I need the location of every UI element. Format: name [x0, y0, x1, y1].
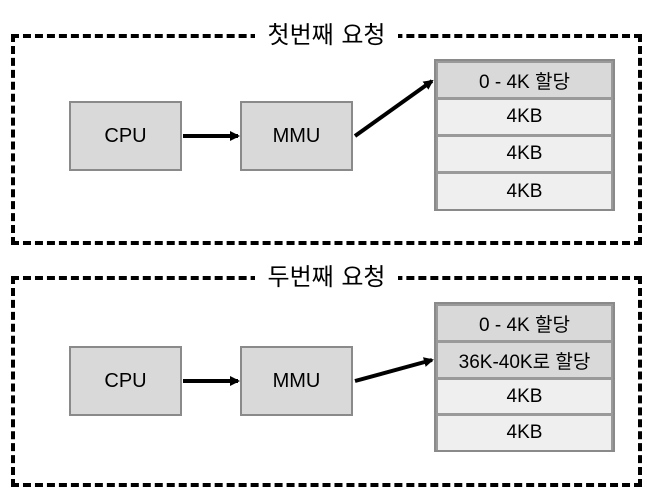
memory-block: 0 - 4K 할당 4KB 4KB 4KB — [434, 59, 615, 211]
memory-cell: 4KB — [438, 137, 611, 171]
mmu-box: MMU — [240, 101, 353, 171]
memory-cell: 4KB — [438, 380, 611, 413]
first-request-panel: 첫번째 요청 — [11, 21, 642, 245]
memory-cell: 4KB — [438, 100, 611, 134]
memory-cell-allocated: 36K-40K로 할당 — [438, 343, 611, 377]
mmu-to-memory-arrow — [354, 357, 434, 383]
memory-cell-allocated: 0 - 4K 할당 — [438, 63, 611, 97]
memory-cell: 4KB — [438, 174, 611, 209]
mmu-to-memory-arrow — [353, 79, 434, 138]
memory-cell: 4KB — [438, 416, 611, 450]
panel-title: 두번째 요청 — [255, 263, 398, 291]
mmu-box: MMU — [240, 346, 353, 416]
cpu-box: CPU — [69, 346, 182, 416]
cpu-box: CPU — [69, 101, 182, 171]
panel-title: 첫번째 요청 — [255, 21, 398, 49]
memory-block: 0 - 4K 할당 36K-40K로 할당 4KB 4KB — [434, 302, 615, 452]
memory-cell-allocated: 0 - 4K 할당 — [438, 306, 611, 340]
second-request-panel: 두번째 요청 — [11, 263, 642, 487]
